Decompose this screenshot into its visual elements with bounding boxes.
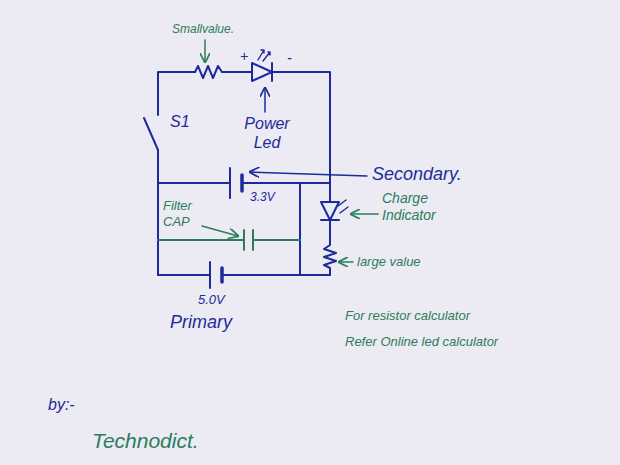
leader-arrow xyxy=(339,261,353,263)
leader-arrow xyxy=(204,40,206,62)
wire xyxy=(158,239,244,241)
leader-arrow xyxy=(351,213,378,215)
polarity-mark: - xyxy=(287,50,292,67)
resistor-symbol xyxy=(195,66,222,78)
wire xyxy=(157,150,159,275)
voltage-label: 5.0V xyxy=(198,292,225,308)
wire xyxy=(158,182,230,184)
polarity-mark: + xyxy=(240,48,248,65)
credit: by:- xyxy=(48,395,75,414)
light-rays xyxy=(338,200,348,213)
note: For resistor calculator xyxy=(345,308,470,324)
part-name: Charge Indicator xyxy=(382,190,458,224)
note: Refer Online led calculator xyxy=(345,334,498,350)
capacitor-symbol xyxy=(244,230,253,250)
resistor-symbol xyxy=(324,220,336,275)
switch-symbol xyxy=(144,118,158,150)
voltage-label: 3.3V xyxy=(250,190,275,204)
led-symbol xyxy=(252,63,272,81)
part-name: Secondary. xyxy=(372,164,462,186)
led-symbol xyxy=(321,202,339,220)
light-rays xyxy=(258,50,270,61)
value-note: large value xyxy=(357,254,421,270)
part-name: Primary xyxy=(170,312,232,334)
battery-plate xyxy=(229,168,231,198)
wire xyxy=(242,182,330,184)
value-note: Smallvalue. xyxy=(172,22,234,36)
switch-name: S1 xyxy=(170,112,190,131)
wire xyxy=(222,274,330,276)
leader-arrow xyxy=(202,226,238,236)
part-name: Power Led xyxy=(236,114,298,152)
wire xyxy=(158,72,195,115)
leader-arrow xyxy=(264,88,266,112)
wire xyxy=(299,183,301,275)
wire xyxy=(253,239,300,241)
part-name: Filter CAP xyxy=(163,198,209,229)
leader-arrow xyxy=(250,172,367,176)
wire xyxy=(222,71,252,73)
wire xyxy=(158,274,210,276)
battery-plate xyxy=(209,262,211,288)
credit: Technodict. xyxy=(92,428,199,453)
